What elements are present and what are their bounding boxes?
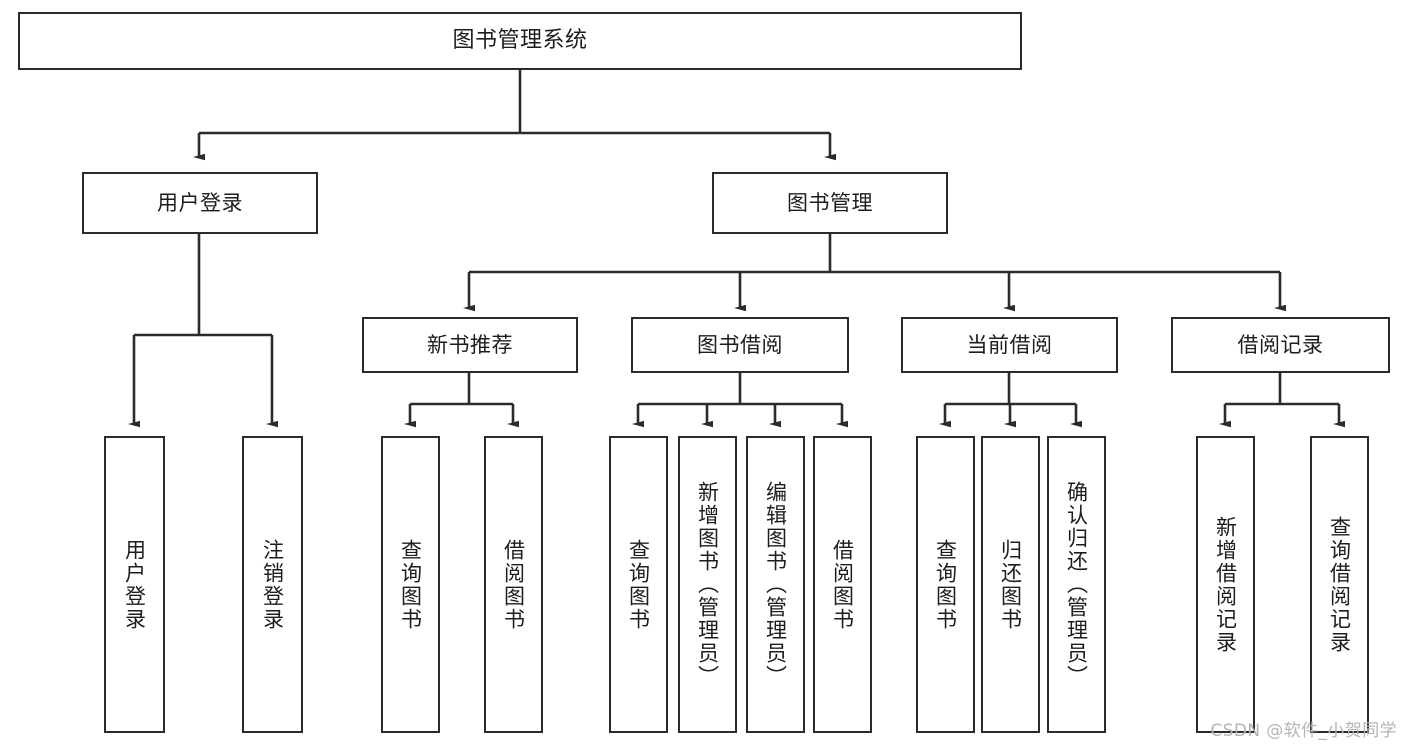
node-label: 新书推荐 — [427, 332, 513, 357]
node-label: 编辑图书（管理员） — [763, 481, 788, 688]
node-user-login[interactable]: 用户登录 — [82, 172, 318, 234]
node-leaf-edit-book-admin[interactable]: 编辑图书（管理员） — [746, 436, 805, 733]
node-leaf-user-login[interactable]: 用户登录 — [104, 436, 165, 733]
node-label: 新增图书（管理员） — [695, 481, 720, 688]
node-new-book-recommendation[interactable]: 新书推荐 — [362, 317, 578, 373]
node-label: 查询图书 — [398, 538, 423, 631]
node-book-borrowing[interactable]: 图书借阅 — [631, 317, 849, 373]
node-label: 图书借阅 — [697, 332, 783, 357]
node-label: 图书管理系统 — [452, 28, 588, 54]
node-label: 归还图书 — [998, 538, 1023, 631]
node-label: 借阅图书 — [830, 538, 855, 631]
node-label: 用户登录 — [122, 538, 147, 631]
node-leaf-query-book-newrec[interactable]: 查询图书 — [381, 436, 440, 733]
node-book-management[interactable]: 图书管理 — [712, 172, 948, 234]
node-label: 借阅图书 — [501, 538, 526, 631]
node-leaf-borrow-book[interactable]: 借阅图书 — [813, 436, 872, 733]
node-label: 当前借阅 — [966, 332, 1053, 357]
node-label: 查询图书 — [933, 538, 958, 631]
node-leaf-confirm-return-admin[interactable]: 确认归还（管理员） — [1047, 436, 1106, 733]
node-leaf-query-book-current[interactable]: 查询图书 — [916, 436, 975, 733]
node-current-borrowing[interactable]: 当前借阅 — [901, 317, 1118, 373]
node-label: 新增借阅记录 — [1213, 515, 1238, 654]
csdn-watermark: CSDN @软件_小贺同学 — [1210, 721, 1397, 741]
node-borrowing-record[interactable]: 借阅记录 — [1171, 317, 1390, 373]
node-leaf-query-book-borrow[interactable]: 查询图书 — [609, 436, 668, 733]
node-leaf-logout[interactable]: 注销登录 — [242, 436, 303, 733]
node-leaf-add-book-admin[interactable]: 新增图书（管理员） — [678, 436, 737, 733]
node-label: 用户登录 — [157, 190, 243, 215]
node-root-book-management-system[interactable]: 图书管理系统 — [18, 12, 1022, 70]
node-label: 图书管理 — [787, 190, 873, 215]
node-label: 查询借阅记录 — [1327, 515, 1352, 654]
node-label: 借阅记录 — [1237, 332, 1324, 357]
node-label: 查询图书 — [626, 538, 651, 631]
node-leaf-return-book[interactable]: 归还图书 — [981, 436, 1040, 733]
node-leaf-add-borrow-record[interactable]: 新增借阅记录 — [1196, 436, 1255, 733]
node-label: 注销登录 — [260, 538, 285, 631]
node-label: 确认归还（管理员） — [1064, 481, 1089, 688]
node-leaf-query-borrow-record[interactable]: 查询借阅记录 — [1310, 436, 1369, 733]
node-leaf-borrow-book-newrec[interactable]: 借阅图书 — [484, 436, 543, 733]
